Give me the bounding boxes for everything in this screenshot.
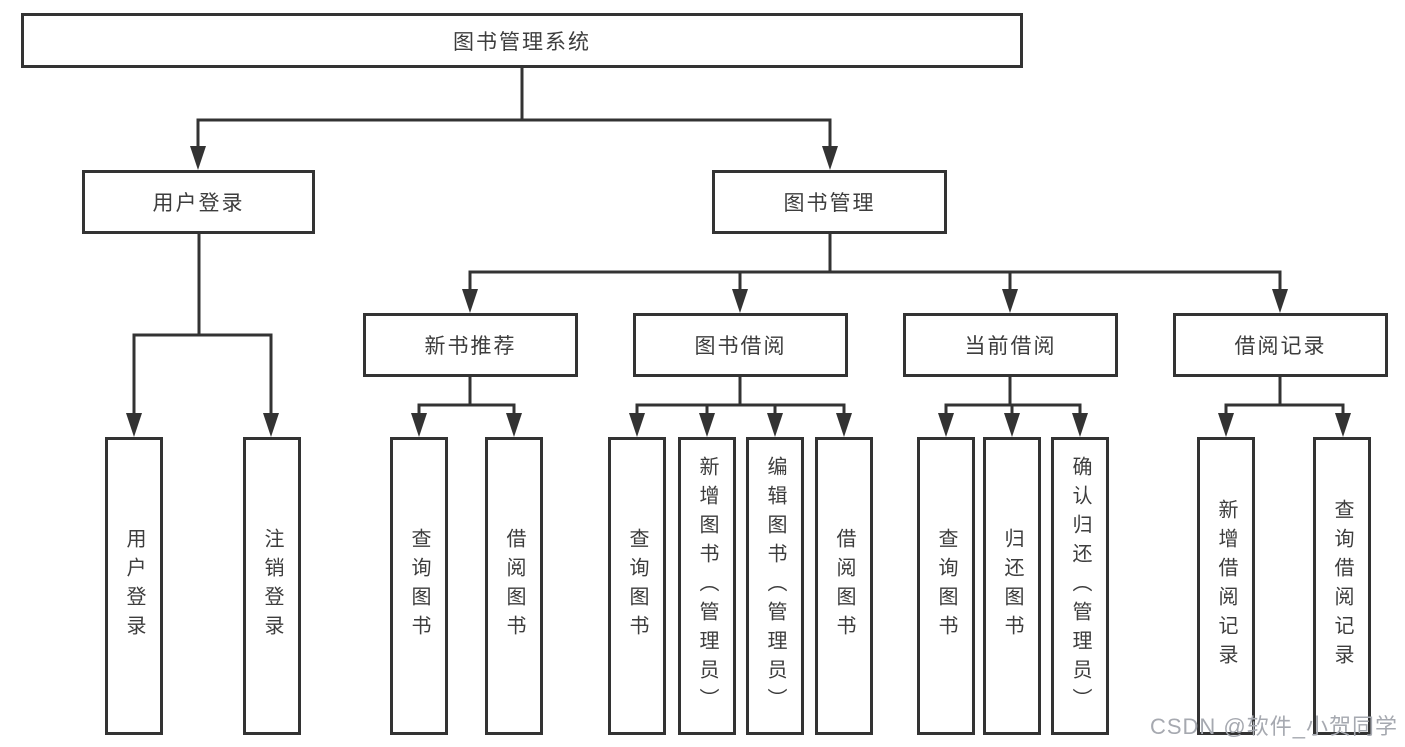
watermark: CSDN @软件_小贺同学: [1149, 714, 1398, 739]
connector-book-borrowing-group: [629, 375, 852, 437]
node-label: 查询图书: [408, 528, 430, 644]
node-leaf-logout: 注销登录: [243, 437, 301, 735]
node-label: 注销登录: [261, 528, 283, 644]
node-label: 图书借阅: [694, 335, 787, 358]
connector-borrowing-records-group: [1218, 375, 1351, 437]
node-label: 编辑图书（管理员）: [764, 455, 786, 717]
node-leaf-borrow-books-recommend: 借阅图书: [485, 437, 543, 735]
node-label: 新书推荐: [424, 335, 517, 358]
node-leaf-confirm-return-admin: 确认归还（管理员）: [1051, 437, 1109, 735]
node-label: 新增借阅记录: [1215, 499, 1237, 673]
node-leaf-query-books-current: 查询图书: [917, 437, 975, 735]
connector-new-book-group: [411, 375, 522, 437]
node-book-management-branch: 图书管理: [712, 170, 947, 234]
node-new-book-recommendation: 新书推荐: [363, 313, 578, 377]
node-borrowing-records: 借阅记录: [1173, 313, 1388, 377]
node-library-management-system: 图书管理系统: [21, 13, 1023, 68]
node-leaf-return-books: 归还图书: [983, 437, 1041, 735]
node-label: 新增图书（管理员）: [696, 455, 718, 717]
node-leaf-edit-book-admin: 编辑图书（管理员）: [746, 437, 804, 735]
connector-user-login-to-children: [126, 232, 279, 437]
node-leaf-query-books-recommend: 查询图书: [390, 437, 448, 735]
node-label: 用户登录: [152, 192, 245, 215]
node-leaf-add-borrow-record: 新增借阅记录: [1197, 437, 1255, 735]
connector-root-to-level2: [190, 66, 838, 170]
node-label: 借阅记录: [1234, 335, 1327, 358]
node-label: 查询借阅记录: [1331, 499, 1353, 673]
connector-book-management-to-groups: [462, 232, 1288, 313]
node-leaf-query-borrow-record: 查询借阅记录: [1313, 437, 1371, 735]
node-label: 图书管理系统: [453, 30, 591, 54]
node-leaf-add-book-admin: 新增图书（管理员）: [678, 437, 736, 735]
node-current-borrowing: 当前借阅: [903, 313, 1118, 377]
node-label: 查询图书: [935, 528, 957, 644]
node-label: 借阅图书: [503, 528, 525, 644]
node-label: 确认归还（管理员）: [1069, 455, 1091, 717]
node-label: 当前借阅: [964, 335, 1057, 358]
node-book-borrowing: 图书借阅: [633, 313, 848, 377]
node-label: 借阅图书: [833, 528, 855, 644]
node-leaf-query-books-borrowing: 查询图书: [608, 437, 666, 735]
node-leaf-user-login: 用户登录: [105, 437, 163, 735]
node-user-login-branch: 用户登录: [82, 170, 315, 234]
node-label: 归还图书: [1001, 528, 1023, 644]
node-label: 图书管理: [783, 192, 876, 215]
connector-current-borrowing-group: [938, 375, 1088, 437]
node-label: 用户登录: [123, 528, 145, 644]
node-leaf-borrow-books: 借阅图书: [815, 437, 873, 735]
node-label: 查询图书: [626, 528, 648, 644]
